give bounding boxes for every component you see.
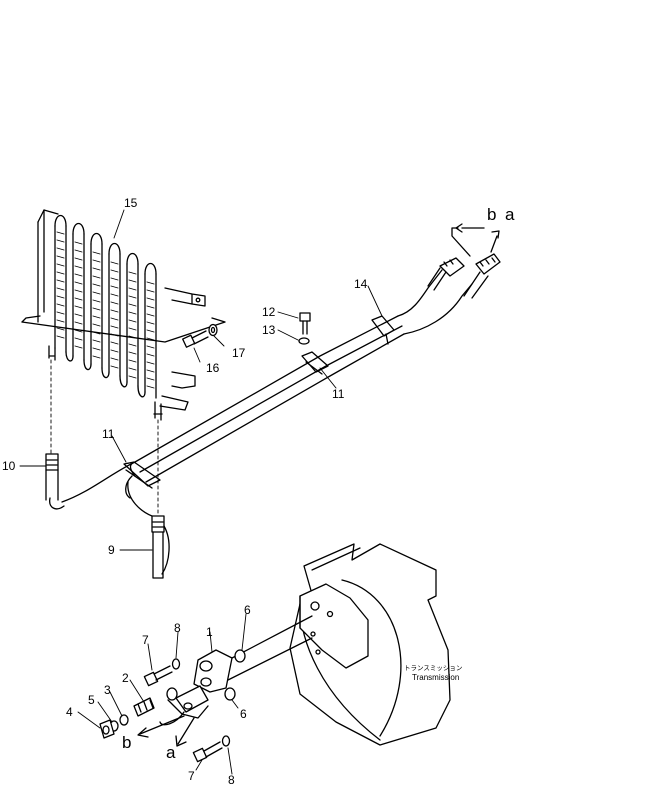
callout-11-lower: 11: [102, 427, 115, 441]
transmission-label-jp: トランスミッション: [404, 664, 462, 672]
callout-labels: 15 17 16 12 13 14 11 11 10 9 1 6 6 7 8 2…: [2, 196, 515, 787]
callout-13: 13: [262, 323, 276, 337]
clamp-11-lower: [123, 461, 161, 499]
callout-17: 17: [232, 346, 246, 360]
callout-9: 9: [108, 543, 115, 557]
connection-label-a-top: a: [505, 205, 515, 224]
callout-6-upper: 6: [244, 603, 251, 617]
connection-label-a-bottom: a: [166, 743, 176, 762]
callout-16: 16: [206, 361, 220, 375]
plug-chain: [99, 687, 178, 739]
connection-arrows-bottom: [137, 715, 195, 747]
bolt-7-upper: [143, 665, 173, 687]
callout-10: 10: [2, 459, 16, 473]
washer-13: [298, 337, 310, 345]
leader-lines: [19, 209, 383, 775]
bolt-16: [182, 330, 209, 348]
flange-1: [159, 615, 313, 726]
main-pipe-assembly: [49, 253, 501, 517]
oil-cooler-assembly: [21, 209, 226, 517]
bolt-7-lower: [192, 741, 223, 763]
transmission-housing: [289, 543, 451, 746]
washer-17: [208, 323, 218, 337]
clamp-11-upper: [301, 315, 395, 375]
hose-10: [45, 453, 59, 501]
bolt-12: [299, 312, 311, 335]
callout-7-upper: 7: [142, 633, 149, 647]
o-ring-6-upper: [234, 649, 246, 663]
callout-8-upper: 8: [174, 621, 181, 635]
callout-8-lower: 8: [228, 773, 235, 787]
connection-label-b-bottom: b: [122, 733, 131, 752]
hose-9: [151, 515, 170, 579]
washer-8-lower: [221, 735, 231, 747]
callout-7-lower: 7: [188, 769, 195, 783]
callout-15: 15: [124, 196, 138, 210]
transmission-label-en: Transmission: [412, 673, 459, 682]
cooler-tubes: [54, 214, 157, 399]
callout-6-lower: 6: [240, 707, 247, 721]
callout-11-upper: 11: [332, 387, 345, 401]
cooler-fins: [56, 231, 155, 389]
callout-4: 4: [66, 705, 73, 719]
callout-5: 5: [88, 693, 95, 707]
callout-1: 1: [206, 625, 213, 639]
callout-2: 2: [122, 671, 129, 685]
callout-3: 3: [104, 683, 111, 697]
washer-8-upper: [171, 658, 181, 670]
o-ring-6-lower: [224, 687, 236, 701]
connection-label-b-top: b: [487, 205, 496, 224]
callout-12: 12: [262, 305, 276, 319]
callout-14: 14: [354, 277, 368, 291]
connection-arrows-top: [451, 223, 500, 257]
